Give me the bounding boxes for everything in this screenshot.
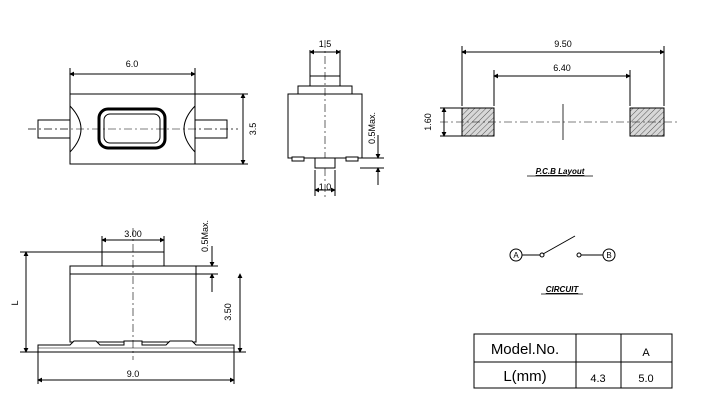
pcb-inner-label: 6.40 — [553, 63, 571, 73]
front-width-label: 9.0 — [127, 369, 140, 379]
side-bottom-label: 1.0 — [319, 182, 332, 192]
side-view — [287, 40, 384, 198]
front-height-label: 3.50 — [223, 303, 233, 321]
front-view — [20, 228, 246, 384]
table-cell-5-0: 5.0 — [638, 373, 653, 385]
circuit-caption: CIRCUIT — [546, 285, 580, 294]
top-view — [28, 68, 248, 165]
circuit-symbol — [509, 235, 616, 262]
table-header-model: Model.No. — [491, 341, 559, 358]
pcb-pad-label: 1.60 — [423, 113, 433, 131]
side-max-label: 0.5Max. — [367, 112, 377, 144]
front-top-label: 3.00 — [124, 229, 142, 239]
circuit-node-a: A — [513, 251, 519, 260]
pcb-outer-label: 9.50 — [554, 39, 572, 49]
pcb-layout — [440, 46, 678, 140]
circuit-node-b: B — [606, 251, 611, 260]
model-table — [473, 333, 673, 389]
top-height-label: 3.5 — [248, 123, 258, 136]
table-cell-4-3: 4.3 — [590, 373, 605, 385]
front-max-label: 0.5Max. — [200, 220, 210, 252]
table-header-a: A — [642, 347, 650, 359]
side-top-label: 1.5 — [319, 39, 332, 49]
front-l-label: L — [10, 300, 20, 305]
table-row-label: L(mm) — [503, 368, 546, 385]
top-width-label: 6.0 — [126, 59, 139, 69]
pcb-caption: P.C.B Layout — [536, 167, 585, 176]
